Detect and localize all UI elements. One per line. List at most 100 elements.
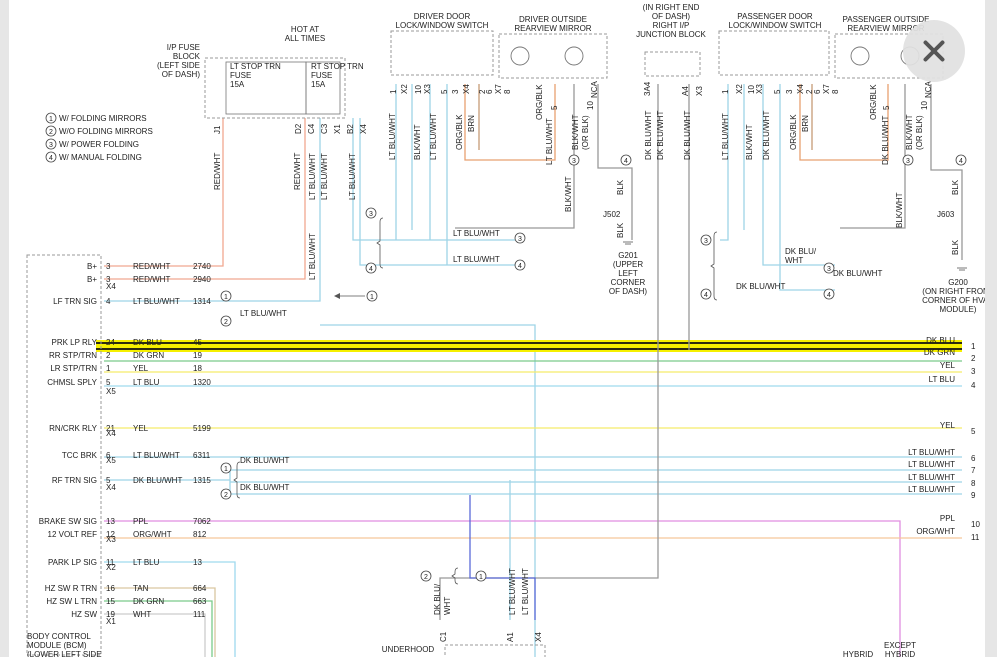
- pin-label-fuse: X1: [333, 124, 342, 134]
- bcm-wire-color: LT BLU/WHT: [133, 451, 180, 460]
- g201-label: (UPPER: [613, 260, 643, 269]
- bcm-pin-number: 16: [106, 584, 115, 593]
- option-circle: [955, 154, 967, 166]
- bcm-wire-color: RED/WHT: [133, 262, 170, 271]
- wire-drv-blk-wht: [455, 84, 575, 229]
- close-button[interactable]: [903, 20, 965, 82]
- option-circle: [220, 290, 232, 302]
- vlabel-drv-blk-2: BLK: [616, 222, 625, 238]
- bcm-circuit-number: 1314: [193, 297, 211, 306]
- bcm-pin-label: 12 VOLT REF: [48, 530, 98, 539]
- vlabel-drv-blk-wht: BLK/WHT: [564, 176, 573, 212]
- wire-bplus-2740: [104, 118, 224, 267]
- bcm-pin-label: HZ SW: [71, 610, 97, 619]
- driver-switch-label: LOCK/WINDOW SWITCH: [396, 21, 489, 30]
- bcm-wire-color: LT BLU/WHT: [133, 297, 180, 306]
- option-circle: [700, 288, 712, 300]
- bcm-circuit-number: 664: [193, 584, 207, 593]
- vlabel-pass-blk-wht: BLK/WHT: [895, 192, 904, 228]
- vlabel-underhood-wht: WHT: [443, 597, 452, 615]
- wire-jb-3a4: [439, 84, 659, 620]
- bcm-wire-color: YEL: [133, 364, 149, 373]
- wire-pass-sw-5: [762, 84, 835, 266]
- hot-at-all-times-label: HOT AT: [291, 25, 319, 34]
- bcm-pin-label: B+: [87, 275, 97, 284]
- pin-label-driver-switch: X4: [462, 84, 471, 94]
- ip-fuse-block-label: BLOCK: [173, 52, 201, 61]
- bcm-circuit-number: 45: [193, 338, 202, 347]
- bcm-pin-number: 4: [106, 297, 111, 306]
- bcm-pin-label: BRAKE SW SIG: [39, 517, 97, 526]
- wire-lf-trn-sig: [104, 118, 321, 302]
- option-circle: [420, 570, 432, 582]
- rt-stop-trn-fuse-label: 15A: [311, 80, 326, 89]
- g200-label: CORNER OF HVAC: [922, 296, 985, 305]
- pin-label-driver-switch: X2: [400, 84, 409, 94]
- bcm-connector-id: X1: [106, 617, 116, 626]
- right-ref-number: 2: [971, 354, 976, 363]
- pin-label-passenger-switch: X2: [735, 84, 744, 94]
- option-circle-num: 1: [224, 294, 228, 301]
- g201-label: LEFT: [618, 269, 638, 278]
- lt-stop-trn-fuse-label: FUSE: [230, 71, 251, 80]
- pin-label-fuse: C4: [307, 123, 316, 134]
- bcm-pin-label: HZ SW R TRN: [45, 584, 98, 593]
- driver-mirror-label: REARVIEW MIRROR: [514, 24, 591, 33]
- junction-block-label: (IN RIGHT END: [643, 3, 700, 12]
- vlabel-drv-blk: BLK: [616, 179, 625, 195]
- wire-lf-trn-branch: [320, 324, 536, 657]
- g200-label: G200: [948, 278, 968, 287]
- hlabel-pass-dk-blu-stack: DK BLU/: [785, 247, 817, 256]
- option-circle: [220, 315, 232, 327]
- option-circle-num: 3: [369, 211, 373, 218]
- bcm-connector-id: X5: [106, 456, 116, 465]
- bcm-pin-number: 2: [106, 351, 111, 360]
- right-wire-color: LT BLU/WHT: [908, 473, 955, 482]
- mirror-motor-icon-0: [510, 46, 530, 66]
- bcm-pin-number: 21: [106, 424, 115, 433]
- hybrid-label: HYBRID: [843, 650, 873, 657]
- hlabel-pass-branch-2: DK BLU/WHT: [833, 269, 882, 278]
- wire-rt-fuse-b2: [359, 118, 515, 266]
- bcm-circuit-number: 7062: [193, 517, 211, 526]
- driver-mirror-label: DRIVER OUTSIDE: [519, 15, 587, 24]
- pin-label-passenger-switch: X3: [755, 84, 764, 94]
- splice-label-j603: J603: [937, 210, 955, 219]
- bcm-connector-id: X4: [106, 282, 116, 291]
- vlabel-drv-2: BLK/WHT: [413, 124, 422, 160]
- pin-label-fuse: C3: [320, 123, 329, 134]
- vlabel-pass-mirror-or-blk: (OR BLK): [915, 115, 924, 150]
- legend-circle: [45, 125, 57, 137]
- wire-brake-sw-sig: [104, 520, 901, 657]
- pin-label-passenger-mirror: 5: [882, 105, 891, 110]
- g200-label: MODULE): [940, 305, 977, 314]
- vlabel-pass-mirror-blk-wht: BLK/WHT: [905, 114, 914, 150]
- bcm-pin-number: 3: [106, 275, 111, 284]
- bcm-pin-label: RR STP/TRN: [49, 351, 97, 360]
- pin-label-passenger-switch: 6: [813, 89, 822, 94]
- right-wire-color: YEL: [940, 361, 956, 370]
- option-circle-num: 3: [827, 266, 831, 273]
- mirror-motor-icon-2: [850, 46, 870, 66]
- passenger-switch-box: [718, 30, 830, 76]
- legend-circle-num: 1: [49, 116, 53, 123]
- option-circle-num: 1: [224, 466, 228, 473]
- bcm-pin-label: PRK LP RLY: [51, 338, 97, 347]
- vlabel-pass-blk: BLK: [951, 179, 960, 195]
- bcm-pin-number: 6: [106, 451, 111, 460]
- vlabel-lt-blu-wht-2: LT BLU/WHT: [320, 153, 329, 200]
- option-circle-num: 1: [479, 574, 483, 581]
- bcm-pin-number: 3: [106, 262, 111, 271]
- pin-label-fuse: X4: [359, 124, 368, 134]
- option-circle-num: 2: [224, 319, 228, 326]
- rt-stop-trn-fuse-label: RT STOP TRN: [311, 62, 364, 71]
- pin-label-passenger-switch: X7: [822, 84, 831, 94]
- vlabel-pass-1: LT BLU/WHT: [721, 113, 730, 160]
- bcm-pin-label: LR STP/TRN: [50, 364, 97, 373]
- bcm-pin-label: HZ SW L TRN: [46, 597, 97, 606]
- wire-bplus-2940: [104, 118, 306, 280]
- pin-label-driver-switch: X3: [423, 84, 432, 94]
- bcm-connector-id: X5: [106, 387, 116, 396]
